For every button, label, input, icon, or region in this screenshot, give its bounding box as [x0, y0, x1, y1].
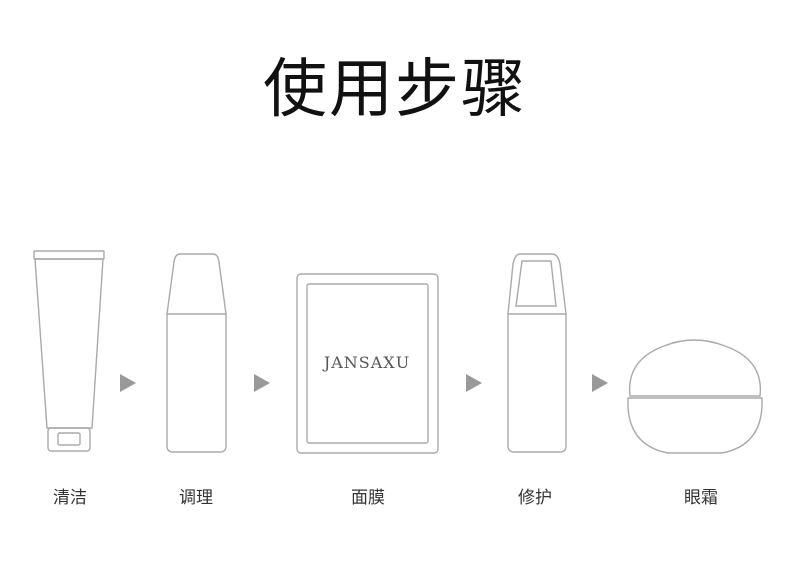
- eye-cream-jar-icon: [627, 339, 763, 454]
- arrow-right-icon: [466, 374, 482, 392]
- step-label-repair: 修护: [518, 488, 552, 508]
- cleanser-tube-icon: [33, 250, 105, 452]
- step-label-cleanse: 清洁: [53, 488, 87, 508]
- page-title: 使用步骤: [263, 53, 527, 127]
- mask-sachet-icon: JANSAXU: [296, 273, 439, 454]
- mask-brand-text: JANSAXU: [322, 353, 410, 372]
- arrow-right-icon: [120, 374, 136, 392]
- arrow-right-icon: [254, 374, 270, 392]
- arrow-right-icon: [592, 374, 608, 392]
- step-label-mask: 面膜: [351, 488, 385, 508]
- step-label-eye-cream: 眼霜: [684, 488, 718, 508]
- toner-bottle-icon: [166, 253, 227, 453]
- step-label-tone: 调理: [179, 488, 213, 508]
- serum-bottle-icon: [507, 253, 567, 453]
